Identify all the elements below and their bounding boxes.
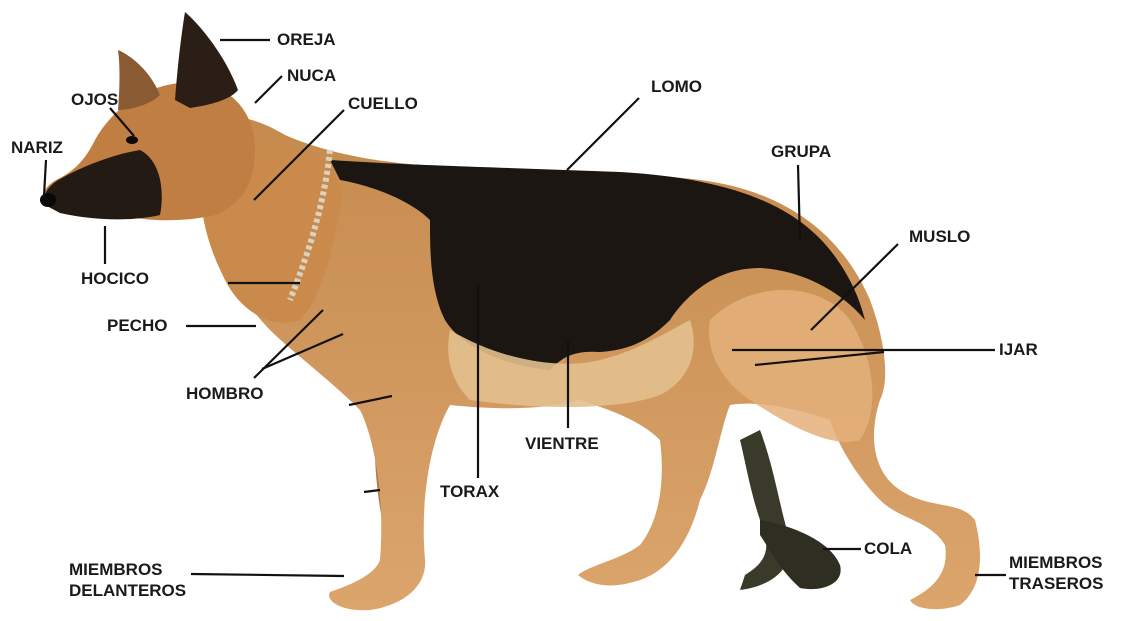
leader-nuca (255, 76, 282, 103)
label-oreja: OREJA (277, 30, 336, 50)
muzzle (44, 150, 162, 219)
eye (126, 136, 138, 144)
label-lomo: LOMO (651, 77, 702, 97)
label-cuello: CUELLO (348, 94, 418, 114)
label-nariz: NARIZ (11, 138, 63, 158)
label-miembros-delanteros: MIEMBROS DELANTEROS (69, 559, 186, 601)
label-miembros-traseros-line1: MIEMBROS (1009, 552, 1103, 573)
label-hombro: HOMBRO (186, 384, 263, 404)
label-miembros-traseros-line2: TRASEROS (1009, 573, 1103, 594)
label-hocico: HOCICO (81, 269, 149, 289)
leader-hombro-4 (364, 490, 380, 492)
ear-front (175, 12, 238, 108)
label-vientre: VIENTRE (525, 434, 599, 454)
label-pecho: PECHO (107, 316, 167, 336)
label-torax: TORAX (440, 482, 499, 502)
label-miembros-delanteros-line1: MIEMBROS (69, 559, 186, 580)
label-ijar: IJAR (999, 340, 1038, 360)
label-cola: COLA (864, 539, 912, 559)
label-ojos: OJOS (71, 90, 118, 110)
leader-miembros-delanteros (191, 574, 344, 576)
label-miembros-delanteros-line2: DELANTEROS (69, 580, 186, 601)
label-muslo: MUSLO (909, 227, 970, 247)
nose (40, 193, 56, 207)
leader-lomo (567, 98, 639, 170)
label-grupa: GRUPA (771, 142, 831, 162)
label-miembros-traseros: MIEMBROS TRASEROS (1009, 552, 1103, 594)
label-nuca: NUCA (287, 66, 336, 86)
